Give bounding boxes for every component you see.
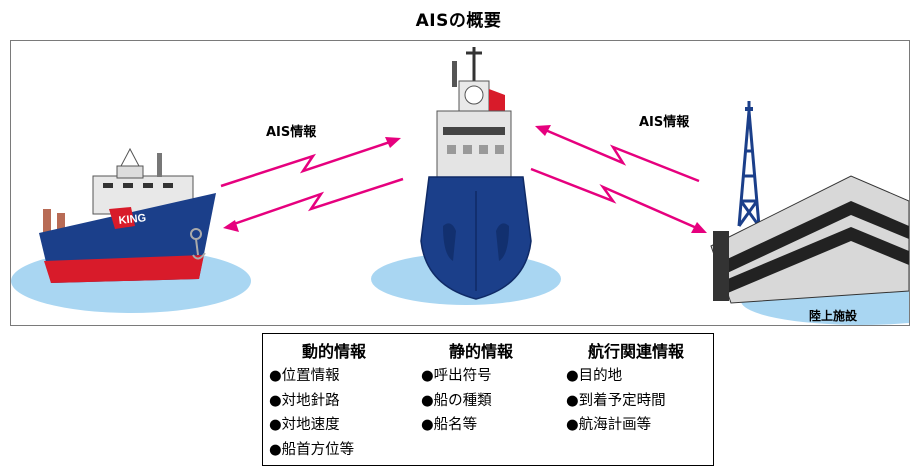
diagram-illustration: KING (11, 47, 909, 325)
ship-name-text: KING (118, 212, 147, 227)
arrow-station-to-center (542, 127, 700, 183)
ais-info-label-left: AIS情報 (266, 125, 317, 140)
voyage-info-column: 航行関連情報 目的地 到着予定時間 航海計画等 (566, 340, 706, 438)
ais-info-label-right: AIS情報 (639, 115, 690, 130)
shore-station-label: 陸上施設 (809, 309, 858, 323)
arrow-center-to-station (530, 167, 700, 231)
list-item: 船首方位等 (269, 438, 399, 463)
list-item: 到着予定時間 (566, 389, 706, 414)
arrow-center-to-ship (230, 177, 404, 227)
shore-station (710, 101, 909, 304)
list-item: 対地針路 (269, 389, 399, 414)
list-item: 呼出符号 (421, 364, 541, 389)
column-heading: 静的情報 (448, 342, 513, 361)
list-item: 目的地 (566, 364, 706, 389)
column-heading: 動的情報 (301, 342, 366, 361)
page-title: AISの概要 (415, 11, 502, 31)
list-item: 対地速度 (269, 413, 399, 438)
info-table: 動的情報 位置情報 対地針路 対地速度 船首方位等 静的情報 呼出符号 船の種類… (262, 333, 714, 466)
list-item: 船名等 (421, 413, 541, 438)
central-ship (420, 47, 532, 300)
arrow-heads (223, 125, 707, 233)
cargo-ship (39, 147, 216, 283)
column-heading: 航行関連情報 (587, 342, 684, 361)
list-item: 位置情報 (269, 364, 399, 389)
dynamic-info-column: 動的情報 位置情報 対地針路 対地速度 船首方位等 (269, 340, 399, 462)
ais-diagram: KING (10, 40, 910, 326)
list-item: 航海計画等 (566, 413, 706, 438)
static-info-column: 静的情報 呼出符号 船の種類 船名等 (421, 340, 541, 438)
ais-arrows (220, 127, 700, 231)
list-item: 船の種類 (421, 389, 541, 414)
arrow-ship-to-center (220, 139, 394, 188)
